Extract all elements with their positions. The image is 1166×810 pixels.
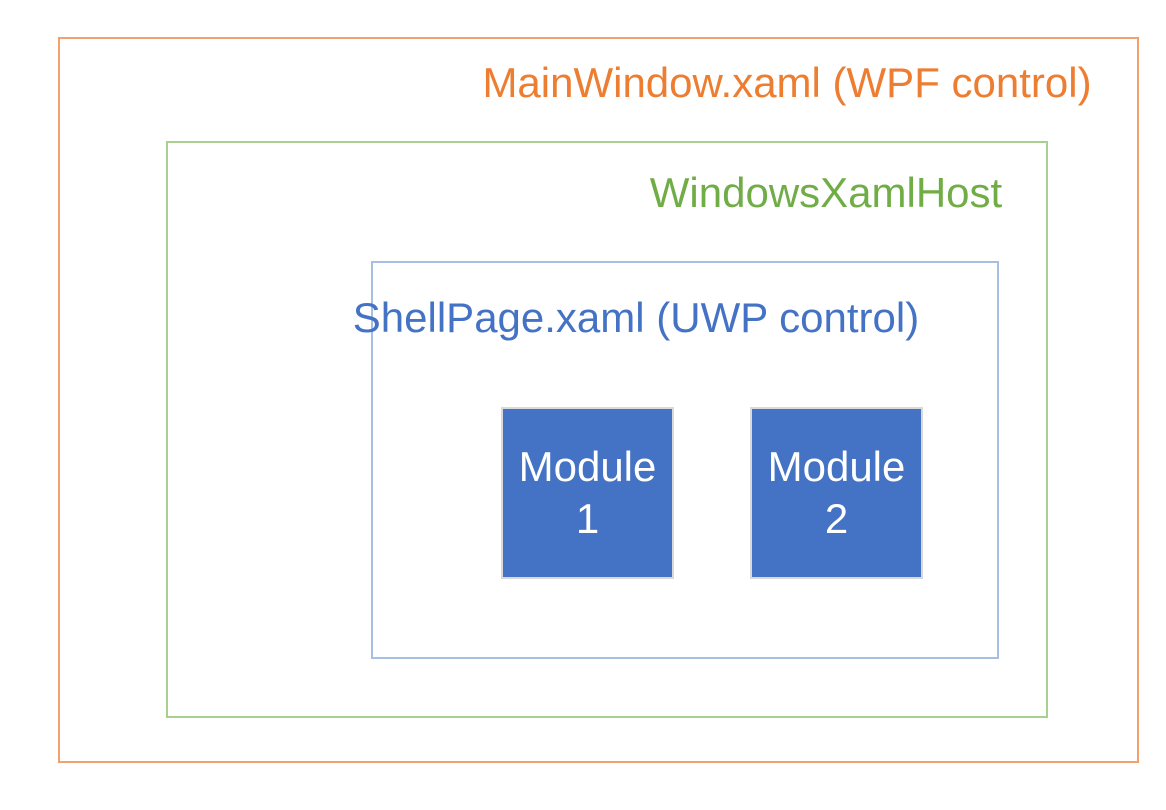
windowsxamlhost-label: WindowsXamlHost [649,169,1003,216]
windowsxamlhost-box: WindowsXamlHost ShellPage.xaml (UWP cont… [166,141,1048,718]
module-1-label: Module 1 [518,442,657,543]
module-1-box: Module 1 [501,407,674,579]
shellpage-uwp-label: ShellPage.xaml (UWP control) [352,294,920,341]
module-2-box: Module 2 [750,407,923,579]
mainwindow-wpf-label: MainWindow.xaml (WPF control) [482,59,1092,106]
shellpage-uwp-box: ShellPage.xaml (UWP control) Module 1 Mo… [353,261,999,659]
mainwindow-wpf-box: MainWindow.xaml (WPF control) WindowsXam… [58,37,1139,763]
module-2-label: Module 2 [767,442,906,543]
